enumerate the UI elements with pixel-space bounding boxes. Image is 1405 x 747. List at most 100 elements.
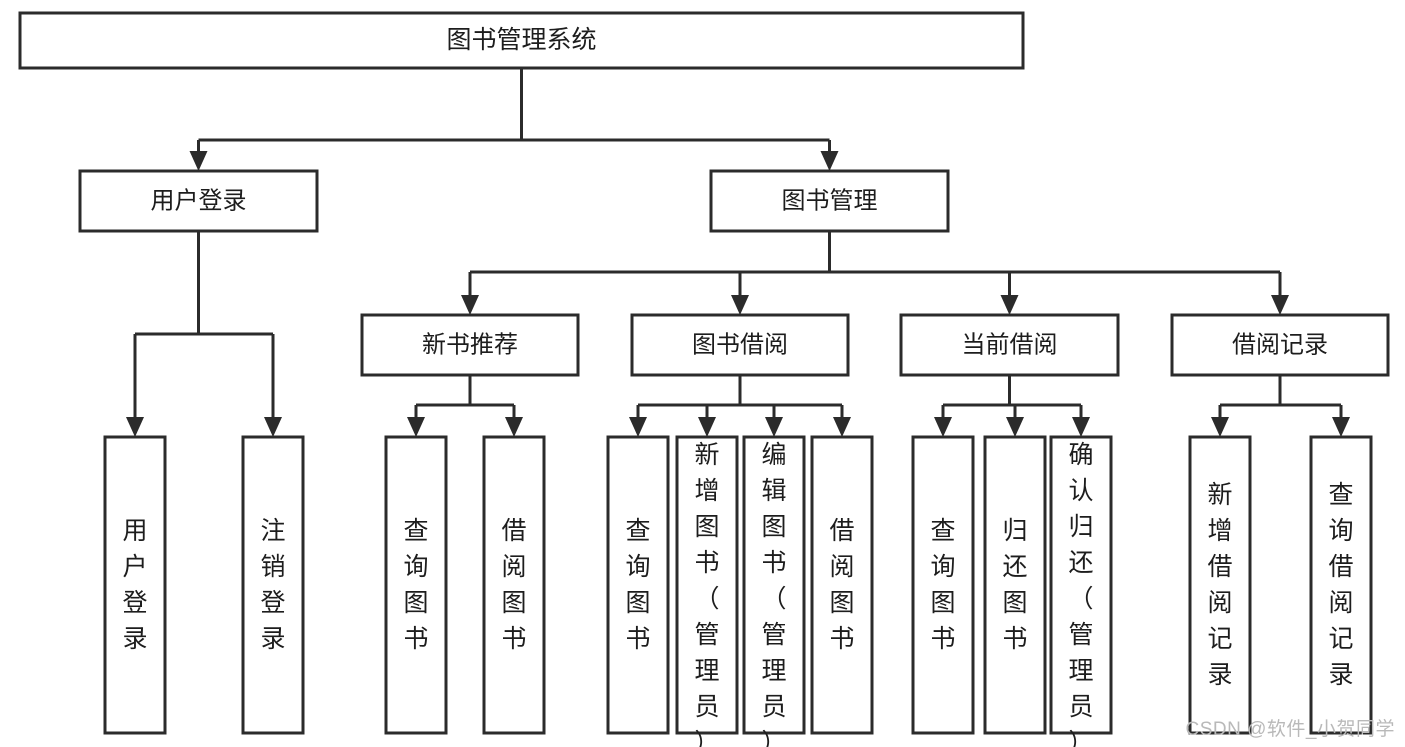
node-label-char-leaf-query-book-1-3: 书	[403, 625, 428, 653]
node-box-leaf-query-book-3	[911, 435, 975, 735]
node-box-leaf-query-borrow-record	[1309, 435, 1373, 735]
node-box-leaf-add-borrow-record	[1188, 435, 1252, 735]
node-current-borrow[interactable]: 当前借阅	[899, 313, 1120, 377]
csdn-watermark: CSDN @软件_小贺同学	[1185, 719, 1395, 740]
node-box-book-manage	[709, 169, 950, 233]
bookmanage-to-level3-arrow-0	[461, 295, 479, 315]
node-box-root	[18, 11, 1025, 70]
node-label-char-leaf-return-book-0: 归	[1002, 517, 1027, 545]
branch-book-borrow-arrow-1	[698, 417, 716, 437]
node-label-char-leaf-edit-book-3: 书	[761, 549, 786, 577]
node-book-borrow[interactable]: 图书借阅	[630, 313, 850, 377]
node-box-user-login	[78, 169, 319, 233]
node-label-char-leaf-query-borrow-record-4: 记	[1328, 625, 1353, 653]
node-label-new-book-recommend: 新书推荐	[422, 331, 518, 358]
node-label-char-leaf-query-book-2-2: 图	[625, 589, 650, 617]
branch-user-login-arrow-1	[264, 417, 282, 437]
branch-new-book-recommend-arrow-0	[407, 417, 425, 437]
node-label-char-leaf-query-book-1-1: 询	[403, 553, 428, 581]
node-label-char-leaf-query-book-3-3: 书	[930, 625, 955, 653]
bookmanage-to-level3-arrow-2	[1000, 295, 1019, 315]
node-label-char-leaf-return-book-2: 图	[1002, 589, 1027, 617]
node-label-char-leaf-add-borrow-record-5: 录	[1207, 661, 1232, 689]
node-label-char-leaf-query-book-1-0: 查	[403, 517, 428, 545]
node-label-char-leaf-confirm-return-5: 管	[1068, 621, 1093, 649]
branch-borrow-record-arrow-0	[1211, 417, 1229, 437]
node-box-leaf-logout	[241, 435, 305, 735]
node-label-char-leaf-add-borrow-record-3: 阅	[1207, 589, 1232, 617]
node-leaf-user-login[interactable]: 用户登录	[103, 435, 167, 735]
connector-edges-layer	[126, 68, 1350, 437]
node-label-char-leaf-return-book-1: 还	[1002, 553, 1027, 581]
node-label-char-leaf-borrow-book-2-0: 借	[829, 517, 854, 545]
node-label-char-leaf-logout-0: 注	[260, 517, 285, 545]
node-box-new-book-recommend	[360, 313, 580, 377]
node-label-char-leaf-confirm-return-4: （	[1068, 585, 1093, 613]
node-borrow-record[interactable]: 借阅记录	[1170, 313, 1390, 377]
node-label-user-login: 用户登录	[151, 187, 247, 214]
node-label-char-leaf-edit-book-8: ）	[761, 729, 786, 747]
node-label-char-leaf-borrow-book-2-1: 阅	[829, 553, 854, 581]
node-label-char-leaf-query-book-3-0: 查	[930, 517, 955, 545]
node-label-char-leaf-add-book-6: 理	[694, 657, 719, 685]
diagram-nodes-layer: 图书管理系统用户登录图书管理新书推荐图书借阅当前借阅借阅记录用户登录注销登录查询…	[18, 11, 1390, 747]
node-box-leaf-borrow-book-1	[482, 435, 546, 735]
node-label-char-leaf-confirm-return-0: 确	[1068, 441, 1093, 469]
node-label-char-leaf-borrow-book-1-3: 书	[501, 625, 526, 653]
node-label-char-leaf-add-borrow-record-4: 记	[1207, 625, 1232, 653]
bookmanage-to-level3-arrow-3	[1271, 295, 1289, 315]
node-label-char-leaf-add-book-8: ）	[694, 729, 719, 747]
node-label-char-leaf-add-borrow-record-2: 借	[1207, 553, 1232, 581]
node-box-borrow-record	[1170, 313, 1390, 377]
node-label-char-leaf-add-book-3: 书	[694, 549, 719, 577]
node-box-leaf-confirm-return	[1049, 435, 1113, 735]
node-book-manage[interactable]: 图书管理	[709, 169, 950, 233]
node-label-char-leaf-borrow-book-2-2: 图	[829, 589, 854, 617]
node-box-current-borrow	[899, 313, 1120, 377]
node-label-char-leaf-borrow-book-1-0: 借	[501, 517, 526, 545]
node-label-char-leaf-user-login-2: 登	[122, 589, 147, 617]
branch-new-book-recommend-arrow-1	[505, 417, 523, 437]
branch-book-borrow-arrow-3	[833, 417, 851, 437]
node-new-book-recommend[interactable]: 新书推荐	[360, 313, 580, 377]
node-label-char-leaf-query-borrow-record-2: 借	[1328, 553, 1353, 581]
node-label-char-leaf-user-login-1: 户	[122, 553, 147, 581]
node-label-char-leaf-edit-book-6: 理	[761, 657, 786, 685]
node-label-char-leaf-add-book-2: 图	[694, 513, 719, 541]
node-label-char-leaf-query-book-1-2: 图	[403, 589, 428, 617]
node-label-char-leaf-user-login-3: 录	[122, 625, 147, 653]
node-label-char-leaf-query-book-2-0: 查	[625, 517, 650, 545]
node-label-char-leaf-logout-1: 销	[260, 553, 285, 581]
node-user-login[interactable]: 用户登录	[78, 169, 319, 233]
root-to-level2-arrow-0	[189, 151, 208, 171]
node-label-char-leaf-add-book-0: 新	[694, 441, 719, 469]
node-label-char-leaf-edit-book-0: 编	[761, 441, 786, 469]
node-box-leaf-return-book	[983, 435, 1047, 735]
node-box-leaf-user-login	[103, 435, 167, 735]
node-label-char-leaf-logout-2: 登	[260, 589, 285, 617]
node-label-root: 图书管理系统	[446, 26, 596, 54]
node-label-char-leaf-confirm-return-7: 员	[1068, 693, 1093, 721]
branch-borrow-record-arrow-1	[1332, 417, 1350, 437]
branch-current-borrow-arrow-0	[934, 417, 952, 437]
node-box-leaf-query-book-1	[384, 435, 448, 735]
node-root[interactable]: 图书管理系统	[18, 11, 1025, 70]
node-label-char-leaf-query-borrow-record-3: 阅	[1328, 589, 1353, 617]
node-label-char-leaf-confirm-return-2: 归	[1068, 513, 1093, 541]
node-label-char-leaf-query-borrow-record-5: 录	[1328, 661, 1353, 689]
branch-user-login-arrow-0	[126, 417, 144, 437]
